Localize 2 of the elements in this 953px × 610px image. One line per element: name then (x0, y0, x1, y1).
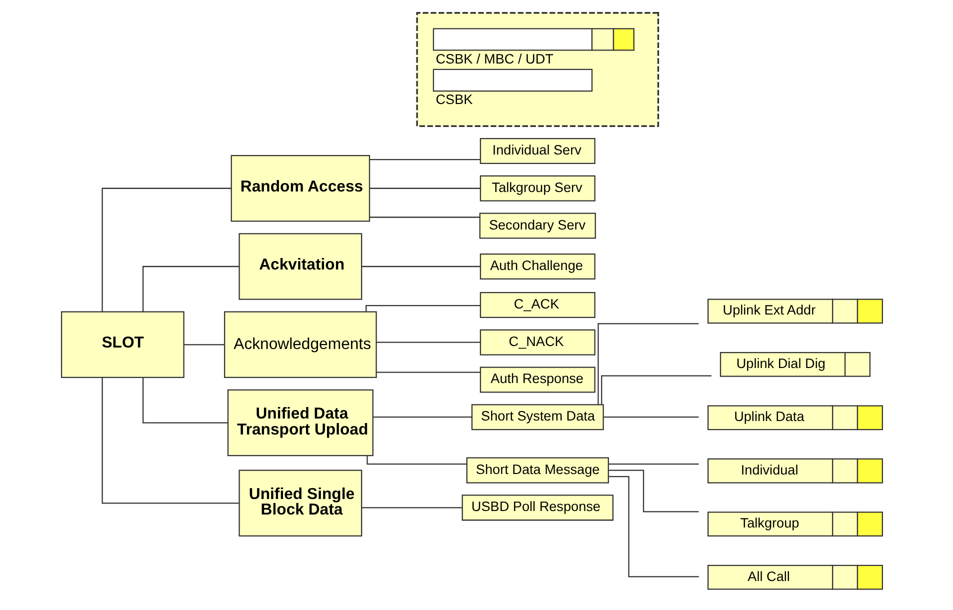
legend-label: CSBK (436, 92, 473, 108)
legend-label: CSBK / MBC / UDT (436, 51, 554, 66)
